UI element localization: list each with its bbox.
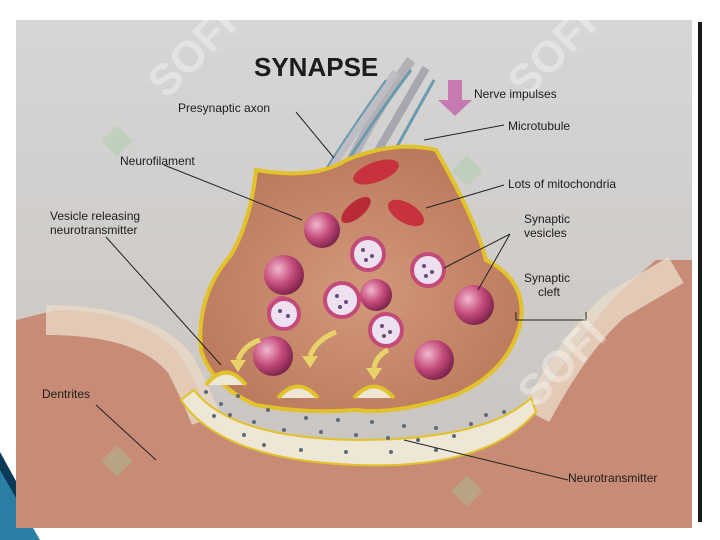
label-vesicle-releasing-line1: Vesicle releasing — [50, 209, 140, 223]
label-nerve-impulses: Nerve impulses — [474, 87, 557, 101]
vesicle-open — [350, 236, 386, 272]
label-presynaptic-axon: Presynaptic axon — [178, 101, 270, 115]
synapse-diagram: SOFI SOFI SOFI SYNAPSE Presynaptic axon … — [16, 0, 692, 528]
release-arrows — [230, 329, 390, 380]
right-divider-line — [698, 22, 702, 522]
vesicle-open — [323, 281, 361, 319]
mitochondrion — [353, 159, 399, 185]
neurotransmitter-dots — [204, 390, 506, 454]
vesicle — [414, 340, 454, 380]
vesicle — [253, 336, 293, 376]
synapse-diagram-panel: SOFI SOFI SOFI SYNAPSE Presynaptic axon … — [16, 0, 692, 528]
mitochondrion — [341, 196, 371, 224]
label-dentrites: Dentrites — [42, 387, 90, 401]
dendrite-membrane-right — [522, 257, 684, 423]
vesicle-open — [410, 252, 446, 288]
label-vesicle-releasing-line2: neurotransmitter — [50, 223, 137, 237]
vesicle — [304, 212, 340, 248]
label-lots-of-mitochondria: Lots of mitochondria — [508, 177, 616, 191]
vesicle — [454, 285, 494, 325]
label-neurotransmitter: Neurotransmitter — [568, 471, 657, 485]
diagram-title: SYNAPSE — [254, 52, 378, 82]
vesicle-open — [368, 312, 404, 348]
mitochondria-group — [341, 159, 425, 227]
vesicle-open — [267, 297, 301, 331]
vesicle — [360, 279, 392, 311]
release-pockets — [204, 370, 396, 400]
nerve-impulse-arrow — [438, 80, 472, 116]
vesicle — [264, 255, 304, 295]
synaptic-cleft-bracket — [515, 312, 587, 321]
label-synaptic-vesicles-line2: vesicles — [524, 226, 567, 240]
synaptic-cleft-area — [179, 388, 538, 467]
label-neurofilament: Neurofilament — [120, 154, 195, 168]
label-microtubule: Microtubule — [508, 119, 570, 133]
mitochondrion — [387, 199, 425, 227]
label-synaptic-vesicles-line1: Synaptic — [524, 212, 570, 226]
label-synaptic-cleft-line1: Synaptic — [524, 271, 570, 285]
vesicles-open — [267, 236, 446, 348]
label-synaptic-cleft-line2: cleft — [538, 285, 561, 299]
dendrite — [16, 260, 692, 528]
leader-lines — [95, 111, 569, 481]
